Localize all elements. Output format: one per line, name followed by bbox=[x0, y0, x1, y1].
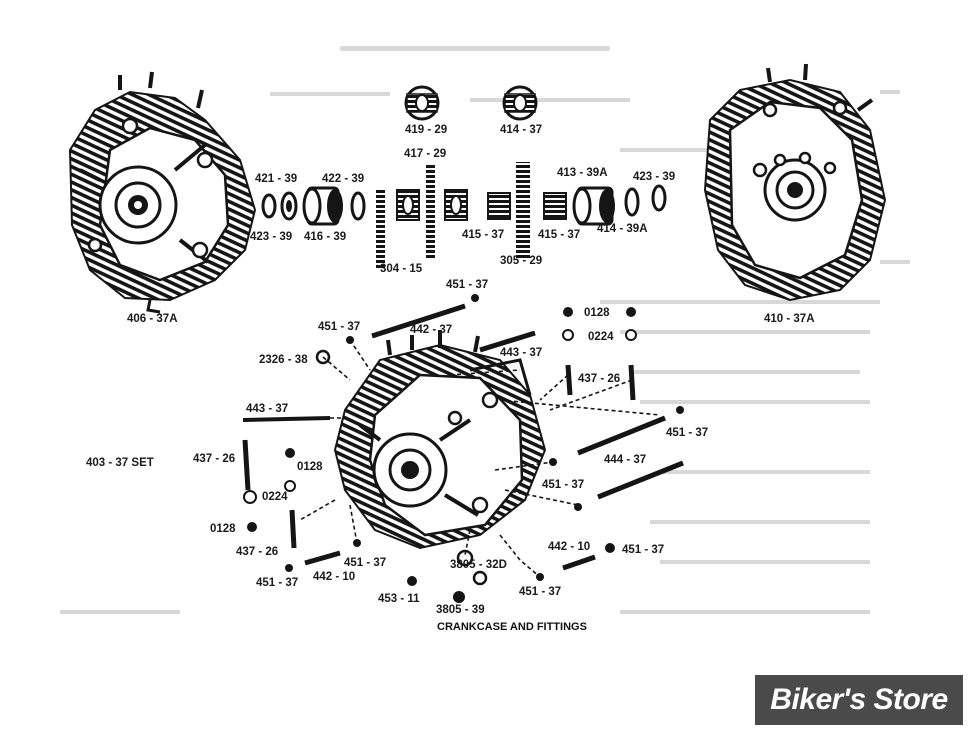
label-423-39-left: 423 - 39 bbox=[250, 231, 292, 243]
label-442-37: 442 - 37 bbox=[410, 324, 452, 336]
crankcase-assembly bbox=[333, 330, 547, 550]
label-414-37: 414 - 37 bbox=[500, 124, 542, 136]
label-0128-top: 0128 bbox=[584, 307, 610, 319]
label-2326-38: 2326 - 38 bbox=[259, 354, 308, 366]
label-451-37-midright: 451 - 37 bbox=[542, 479, 584, 491]
label-0224-top: 0224 bbox=[588, 331, 614, 343]
label-451-37-right: 451 - 37 bbox=[666, 427, 708, 439]
label-451-37-botleft: 451 - 37 bbox=[256, 577, 298, 589]
roller-bearing-414-37 bbox=[502, 85, 538, 121]
label-0224-left: 0224 bbox=[262, 491, 288, 503]
label-451-37-upleft: 451 - 37 bbox=[318, 321, 360, 333]
bearing-row-parts bbox=[261, 162, 667, 268]
label-444-37: 444 - 37 bbox=[604, 454, 646, 466]
ghost-text-lines bbox=[60, 46, 910, 614]
label-413-39a: 413 - 39A bbox=[557, 167, 608, 179]
label-305-29: 305 - 29 bbox=[500, 255, 542, 267]
label-453-11: 453 - 11 bbox=[378, 593, 420, 605]
store-logo-text: Biker's Store bbox=[770, 683, 948, 716]
label-3805-39: 3805 - 39 bbox=[436, 604, 485, 616]
label-0128-left: 0128 bbox=[210, 523, 236, 535]
label-422-39: 422 - 39 bbox=[322, 173, 364, 185]
label-406-37a: 406 - 37A bbox=[127, 313, 178, 325]
label-415-37-b: 415 - 37 bbox=[538, 229, 580, 241]
crankcase-half-right bbox=[703, 63, 887, 302]
label-451-37-botmid: 451 - 37 bbox=[344, 557, 386, 569]
label-451-37-botright: 451 - 37 bbox=[622, 544, 664, 556]
label-442-10-right: 442 - 10 bbox=[548, 541, 590, 553]
label-414-39a: 414 - 39A bbox=[597, 223, 648, 235]
label-443-37-right: 443 - 37 bbox=[500, 347, 542, 359]
label-443-37-left: 443 - 37 bbox=[246, 403, 288, 415]
label-437-26-right: 437 - 26 bbox=[578, 373, 620, 385]
label-419-29: 419 - 29 bbox=[405, 124, 447, 136]
diagram-caption: CRANKCASE AND FITTINGS bbox=[437, 621, 587, 633]
part-labels: 419 - 29 414 - 37 417 - 29 421 - 39 422 … bbox=[86, 124, 815, 616]
crankcase-half-left bbox=[68, 71, 257, 314]
label-304-15: 304 - 15 bbox=[380, 263, 423, 275]
roller-bearing-419-29 bbox=[404, 85, 440, 121]
label-437-26-bot: 437 - 26 bbox=[236, 546, 278, 558]
label-3805-32d: 3805 - 32D bbox=[450, 559, 507, 571]
label-451-37-top: 451 - 37 bbox=[446, 279, 488, 291]
label-417-29: 417 - 29 bbox=[404, 148, 446, 160]
label-421-39: 421 - 39 bbox=[255, 173, 297, 185]
label-0128-mid: 0128 bbox=[297, 461, 323, 473]
label-423-39-right: 423 - 39 bbox=[633, 171, 675, 183]
label-410-37a: 410 - 37A bbox=[764, 313, 815, 325]
label-415-37-a: 415 - 37 bbox=[462, 229, 504, 241]
store-logo: Biker's Store bbox=[755, 675, 963, 725]
label-403-37-set: 403 - 37 SET bbox=[86, 457, 154, 469]
label-451-37-bot: 451 - 37 bbox=[519, 586, 561, 598]
label-442-10-left: 442 - 10 bbox=[313, 571, 355, 583]
label-416-39: 416 - 39 bbox=[304, 231, 346, 243]
label-437-26-left: 437 - 26 bbox=[193, 453, 235, 465]
leader-lines bbox=[299, 339, 661, 578]
